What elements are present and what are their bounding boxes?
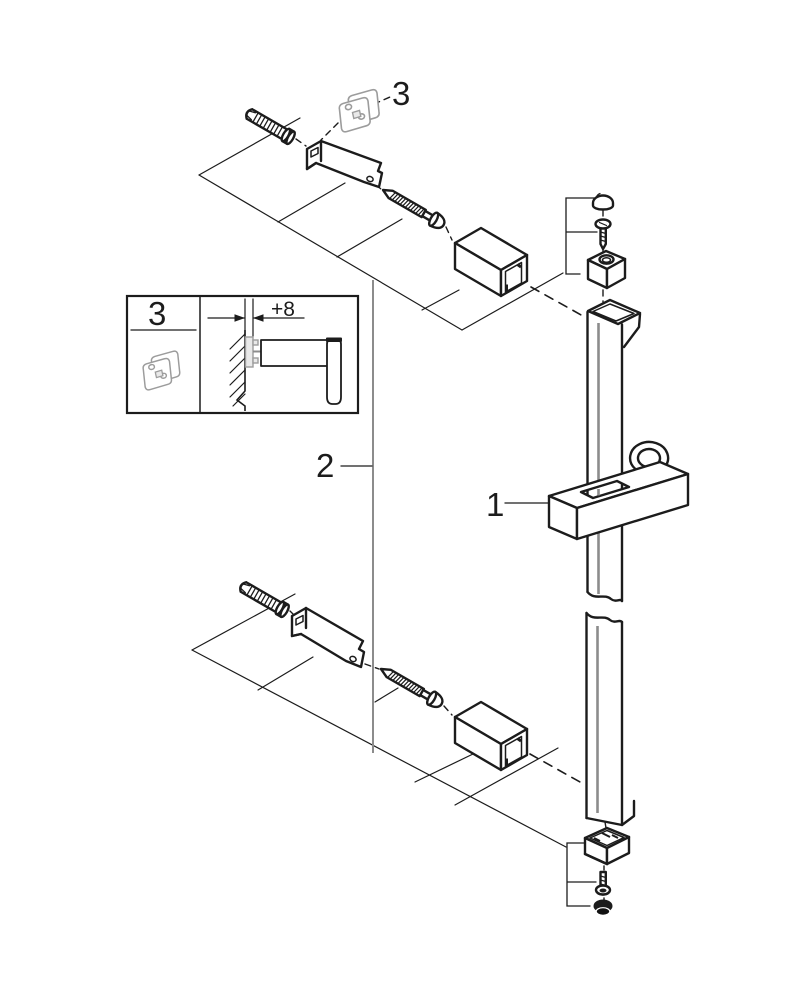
fixing-screw-top xyxy=(594,218,612,251)
assembly-axis-dashes-bottom xyxy=(289,610,607,903)
holder-ring xyxy=(628,440,670,476)
end-cap-top xyxy=(591,192,615,211)
bracket-cross-section xyxy=(260,339,329,367)
mounting-bracket-top xyxy=(305,139,384,189)
rail-slot xyxy=(579,479,631,500)
screw-top xyxy=(378,182,449,233)
spacer-cross-section xyxy=(244,336,261,368)
detail-inset: 3 +8 xyxy=(125,294,360,415)
end-fitting-top xyxy=(586,249,627,290)
dimension-text: +8 xyxy=(271,298,295,321)
shower-rail-upper xyxy=(586,298,642,603)
label-1: 1 xyxy=(486,486,549,523)
wall-plug-bottom xyxy=(236,578,292,620)
label-1-text: 1 xyxy=(486,486,504,523)
fixing-screw-bottom xyxy=(594,870,612,896)
inset-ref-text: 3 xyxy=(148,295,166,332)
assembly-axis-dashes-top xyxy=(295,96,604,317)
dimension-plus8: +8 xyxy=(207,298,305,337)
cover-sleeve-bottom xyxy=(453,700,529,772)
end-cap-bottom xyxy=(593,899,613,916)
rail-cross-section xyxy=(326,337,342,405)
mounting-bracket-bottom xyxy=(290,606,366,669)
label-2: 2 xyxy=(316,447,373,484)
wall-spacer-plate-top xyxy=(338,88,380,133)
wall-plug-top xyxy=(242,105,298,147)
label-3: 3 xyxy=(392,75,410,112)
end-fitting-bottom xyxy=(583,826,631,866)
wall-plane-bottom xyxy=(191,593,567,848)
shower-rail-lower xyxy=(585,611,636,827)
cover-sleeve-top xyxy=(453,226,529,298)
screw-bottom xyxy=(376,661,447,712)
leader-bracket-bottom xyxy=(566,842,597,907)
leader-bracket-top xyxy=(565,197,598,275)
slider-holder xyxy=(547,440,690,541)
label-3-text: 3 xyxy=(392,75,410,112)
label-2-text: 2 xyxy=(316,447,334,484)
wall-hatching xyxy=(229,330,246,411)
